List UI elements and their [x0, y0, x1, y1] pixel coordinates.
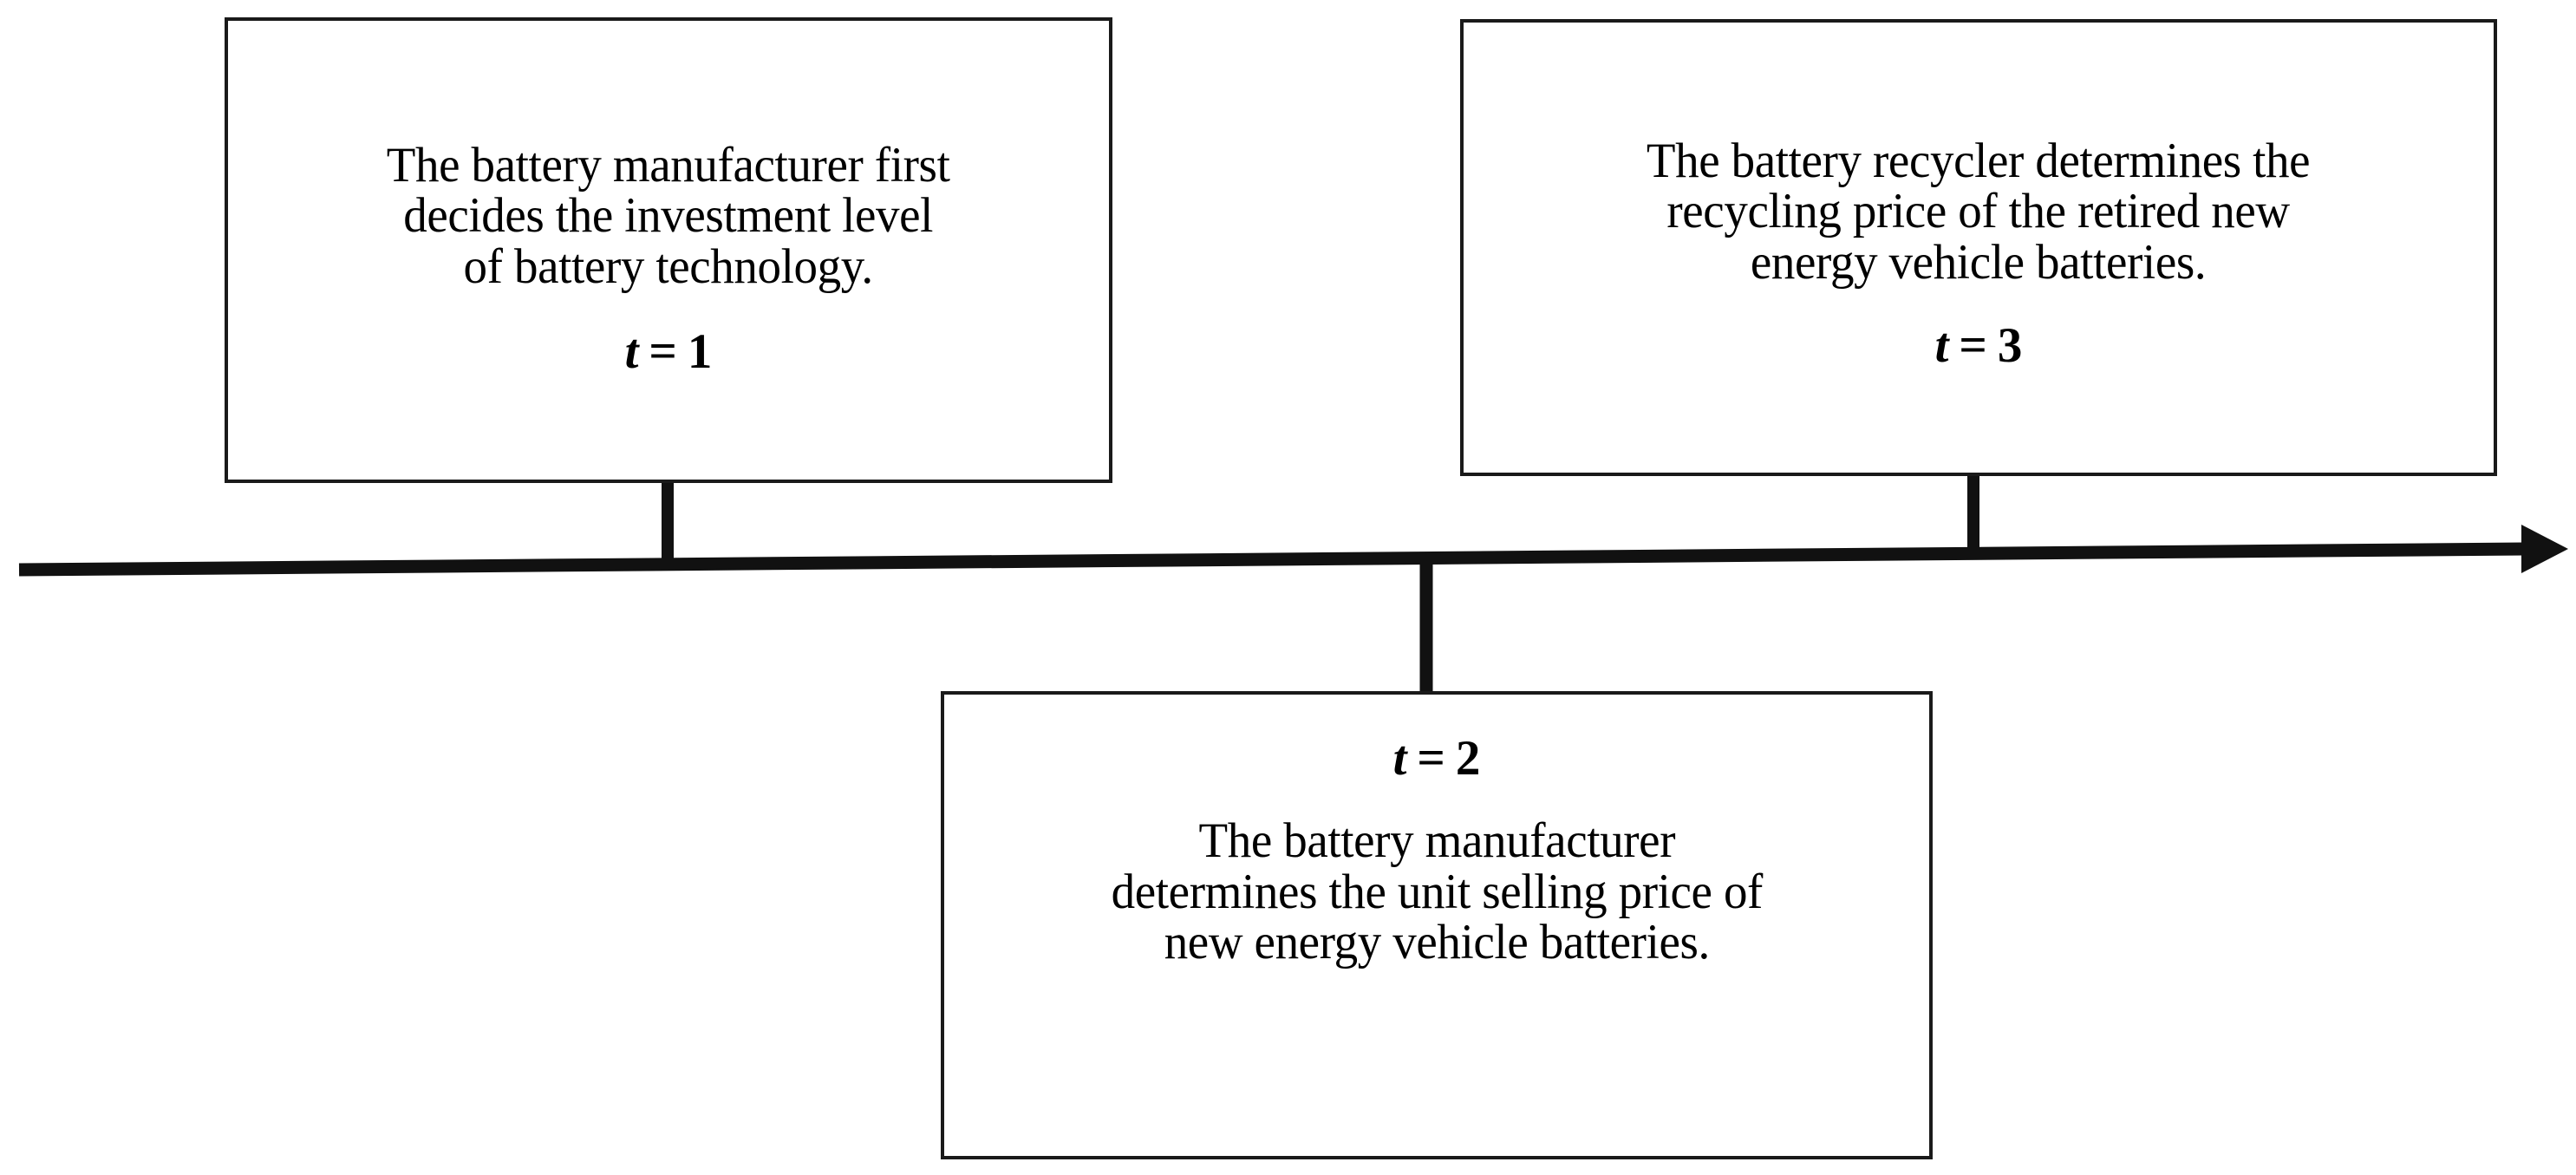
- event-text-line: decides the investment level: [403, 188, 934, 244]
- event-box-t2: t=2 The battery manufacturer determines …: [941, 691, 1933, 1159]
- time-equals-sign: =: [1959, 317, 1987, 373]
- event-text-line: of battery technology.: [463, 238, 874, 294]
- time-value: 2: [1455, 731, 1481, 786]
- event-text-line: The battery manufacturer: [1198, 813, 1675, 868]
- time-axis-line: [18, 542, 2526, 577]
- event-text-line: energy vehicle batteries.: [1751, 234, 2207, 290]
- event-text-line: recycling price of the retired new: [1666, 184, 2291, 239]
- event-text-line: The battery recycler determines the: [1647, 133, 2311, 188]
- time-axis-arrowhead: [2521, 525, 2568, 573]
- event-text-t1: The battery manufacturer first decides t…: [376, 140, 960, 293]
- time-symbol: t: [1392, 731, 1407, 786]
- event-text-line: The battery manufacturer first: [387, 137, 950, 193]
- time-value: 3: [1997, 317, 2023, 373]
- event-text-line: new energy vehicle batteries.: [1164, 915, 1710, 970]
- time-value: 1: [687, 323, 713, 379]
- time-symbol: t: [624, 323, 639, 379]
- event-box-t3: The battery recycler determines the recy…: [1460, 19, 2497, 476]
- time-label-t3: t=3: [1934, 317, 2023, 373]
- time-symbol: t: [1934, 317, 1949, 373]
- event-text-line: determines the unit selling price of: [1111, 864, 1763, 919]
- time-label-t2: t=2: [1393, 733, 1481, 785]
- event-text-t3: The battery recycler determines the recy…: [1634, 133, 2322, 290]
- event-text-t2: The battery manufacturer determines the …: [1099, 813, 1775, 970]
- time-equals-sign: =: [649, 323, 677, 379]
- event-box-t1: The battery manufacturer first decides t…: [225, 17, 1112, 483]
- time-label-t1: t=1: [624, 323, 713, 379]
- time-equals-sign: =: [1417, 731, 1445, 786]
